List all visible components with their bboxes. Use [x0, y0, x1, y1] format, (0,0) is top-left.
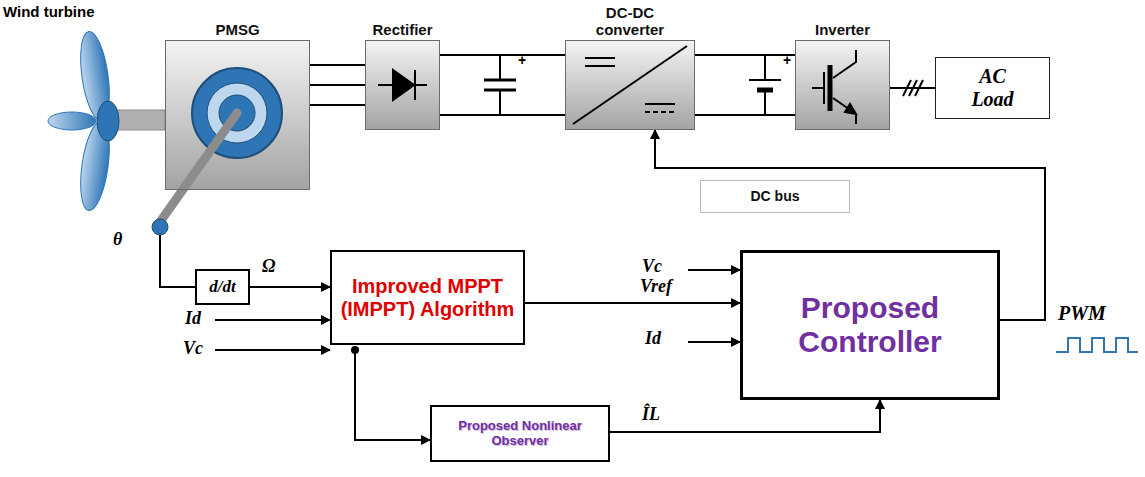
igbt-gate-bar [828, 65, 833, 111]
connector [890, 87, 935, 89]
wind-turbine [48, 30, 165, 213]
phase-wire [310, 104, 365, 106]
igbt-gate [823, 72, 825, 104]
signal-name: Vref [640, 276, 672, 297]
connector [695, 54, 795, 56]
connector [610, 400, 880, 432]
dcdc-symbol [573, 46, 687, 124]
phase-wire [310, 64, 365, 66]
box-heading: DC-DC converter [575, 4, 685, 39]
component-title: Wind turbine [3, 3, 95, 20]
encoder-arm [160, 113, 237, 222]
turbine-hub [97, 101, 119, 141]
algorithm-box: Improved MPPT (IMPPT) Algorithm [330, 250, 525, 345]
turbine-shaft [112, 110, 165, 130]
box-heading: Inverter [815, 21, 870, 38]
box-heading: PMSG [215, 21, 259, 38]
vc-branch [355, 350, 430, 440]
rectifier-box: Rectifier [365, 40, 440, 130]
id-arrow [215, 319, 330, 321]
pmsg-rotor [152, 68, 282, 235]
signal-name: PWM [1058, 302, 1106, 325]
capacitor-lead [499, 55, 501, 80]
connector [310, 84, 365, 86]
bus-label-box: DC bus [700, 180, 850, 213]
converter-diagonal [573, 46, 687, 124]
box-text: DC bus [751, 188, 800, 204]
battery-lead [764, 55, 766, 80]
box-text: Proposed Nonlinear Observer [445, 419, 595, 449]
turbine-blade [48, 112, 96, 130]
capacitor-plate [484, 79, 516, 82]
box-text: Improved MPPT (IMPPT) Algorithm [340, 275, 515, 321]
rectifier-symbol [378, 70, 427, 100]
battery-plate [749, 79, 781, 81]
connector [250, 286, 330, 288]
vc-arrow [215, 349, 330, 351]
battery-lead [764, 90, 766, 115]
theta-wire [160, 235, 195, 287]
box-text: Proposed Controller [765, 291, 975, 360]
dc-mark [585, 65, 615, 67]
controller-box: Proposed Controller [740, 250, 1000, 400]
connector [440, 54, 565, 56]
power-wires [310, 55, 923, 115]
signal-name: Id [185, 308, 201, 329]
dc-mark [645, 111, 675, 113]
signal-name: Ω [262, 256, 275, 277]
pwm-waveform [1056, 338, 1138, 352]
polarity-mark: + [518, 52, 526, 68]
dc-wire [440, 114, 565, 116]
converter-fill [565, 40, 695, 130]
id-arrow [688, 341, 740, 343]
observer-box: Proposed Nonlinear Observer [430, 405, 610, 462]
diode-triangle [393, 70, 414, 100]
derivative-box: d/dt [195, 269, 250, 305]
capacitor-lead [499, 90, 501, 115]
signal-name: Vc [183, 338, 203, 359]
connector [525, 302, 740, 304]
diode-bar [414, 70, 416, 100]
converter-box: DC-DC converter [565, 40, 695, 130]
signal-name: θ [113, 229, 122, 250]
encoder-dot [152, 219, 168, 235]
vc-arrow [688, 269, 740, 271]
dc-wire [695, 114, 795, 116]
load-box: AC Load [935, 57, 1050, 119]
igbt-collector [833, 50, 856, 78]
dc-mark [645, 103, 675, 105]
igbt-arrow [845, 104, 856, 114]
dc-mark [585, 57, 615, 59]
box-heading: Rectifier [372, 21, 432, 38]
signal-name: Id [645, 328, 661, 349]
generator-box: PMSG [165, 40, 310, 190]
signal-name: ÎL [642, 404, 660, 425]
polarity-mark: + [783, 52, 791, 68]
box-text: AC Load [958, 65, 1028, 111]
igbt-symbol [812, 50, 856, 124]
igbt-emitter [833, 98, 856, 124]
signal-name: Vc [642, 256, 662, 277]
box-text: d/dt [209, 277, 235, 297]
inverter-fill [795, 40, 890, 130]
rectifier-fill [365, 40, 440, 130]
junction-dot [352, 347, 358, 353]
inverter-box: Inverter [795, 40, 890, 130]
igbt-gate [812, 87, 824, 89]
